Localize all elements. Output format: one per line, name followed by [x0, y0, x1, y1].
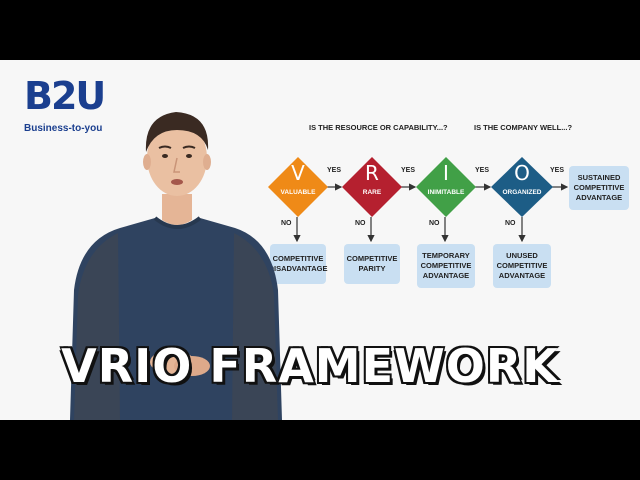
diamond-rare [342, 157, 402, 217]
logo-text: B2U [24, 74, 106, 118]
outcome-competitive-disadvantage: COMPETITIVE DISADVANTAGE [269, 244, 327, 284]
no-label-2: NO [355, 220, 366, 227]
word-inimitable: INIMITABLE [427, 189, 465, 196]
question-company: IS THE COMPANY WELL...? [474, 123, 573, 132]
letter-o: O [514, 161, 530, 185]
outcome-sustained-advantage: SUSTAINED COMPETITIVE ADVANTAGE [569, 166, 629, 210]
word-organized: ORGANIZED [502, 189, 542, 196]
presenter-image [70, 112, 282, 420]
yes-label-1: YES [327, 167, 342, 174]
outcome-unused-advantage: UNUSED COMPETITIVE ADVANTAGE [493, 244, 551, 288]
letter-v: V [291, 161, 305, 185]
word-valuable: VALUABLE [280, 189, 316, 196]
no-label-4: NO [505, 220, 516, 227]
no-label-1: NO [281, 220, 292, 227]
outcome-temporary-advantage: TEMPORARY COMPETITIVE ADVANTAGE [417, 244, 475, 288]
yes-label-3: YES [475, 167, 490, 174]
question-resource: IS THE RESOURCE OR CAPABILITY...? [309, 123, 448, 132]
video-caption: VRIO FRAMEWORK [61, 339, 559, 393]
outcome-competitive-parity: COMPETITIVE PARITY [344, 244, 400, 284]
yes-label-2: YES [401, 167, 416, 174]
diamond-valuable [268, 157, 328, 217]
logo-tagline: Business-to-you [24, 123, 103, 134]
diamond-organized [491, 157, 553, 217]
diamond-inimitable [416, 157, 476, 217]
word-rare: RARE [362, 189, 382, 196]
yes-label-4: YES [550, 167, 565, 174]
letter-r: R [365, 161, 379, 185]
no-label-3: NO [429, 220, 440, 227]
vrio-diagram [268, 157, 569, 243]
b2u-logo: B2U Business-to-you [24, 76, 114, 136]
video-frame: B2U Business-to-you IS THE RESOURCE OR C… [0, 60, 640, 420]
letter-i: I [443, 161, 449, 185]
